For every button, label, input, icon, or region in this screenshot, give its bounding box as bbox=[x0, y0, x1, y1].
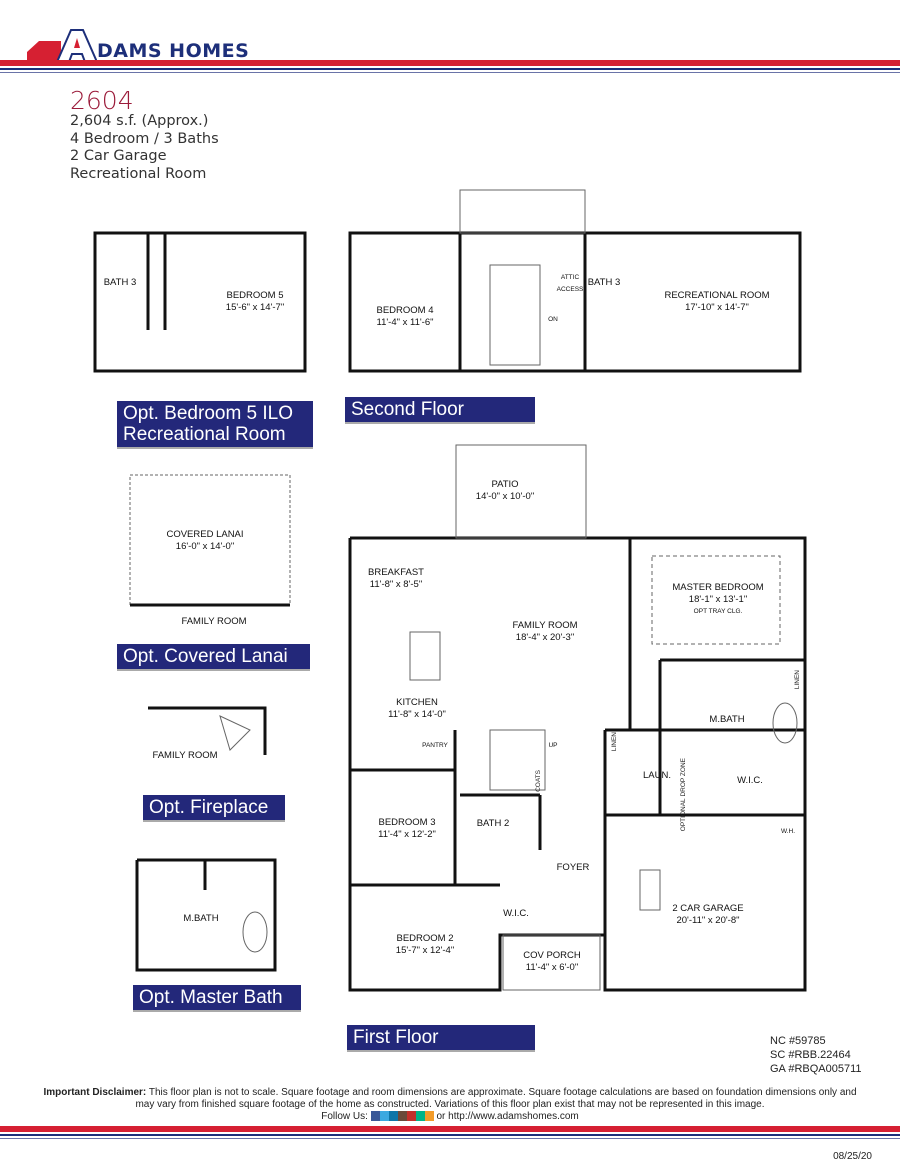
mbath-label: M.BATH bbox=[709, 714, 745, 725]
licenses: NC #59785 SC #RBB.22464 GA #RBQA005711 bbox=[770, 1034, 862, 1076]
plan-detail: Recreational Room bbox=[70, 165, 207, 182]
header-stripe-red bbox=[0, 60, 900, 66]
stair-up-label: UP bbox=[548, 742, 558, 749]
garage-label: 2 CAR GARAGE bbox=[672, 903, 744, 914]
kitchen-label: KITCHEN bbox=[396, 697, 438, 708]
lanai-dim: 16'-0" x 14'-0" bbox=[175, 541, 235, 552]
follow-label: Follow Us: bbox=[321, 1111, 368, 1122]
foyer-label: FOYER bbox=[556, 862, 590, 873]
footer-stripe-blue-thin bbox=[0, 1138, 900, 1139]
garage-dim: 20'-11" x 20'-8" bbox=[676, 915, 740, 926]
family-room-label: FAMILY ROOM bbox=[181, 616, 247, 627]
banner-line: Recreational Room bbox=[123, 424, 286, 445]
laundry-label: LAUN. bbox=[643, 770, 671, 781]
bath2-label: BATH 2 bbox=[476, 818, 510, 829]
bedroom3-label: BEDROOM 3 bbox=[378, 817, 436, 828]
coats-label: COATS bbox=[535, 770, 542, 792]
kitchen-dim: 11'-8" x 14'-0" bbox=[388, 709, 446, 720]
patio-label: PATIO bbox=[491, 479, 519, 490]
logo[interactable]: DAMS HOMES bbox=[27, 28, 257, 64]
linen-label: LINEN bbox=[611, 732, 618, 752]
breakfast-dim: 11'-8" x 8'-5" bbox=[369, 579, 423, 590]
attic-line: ATTIC bbox=[560, 274, 580, 281]
house-logo-icon bbox=[27, 29, 97, 63]
vine-icon[interactable] bbox=[415, 1111, 425, 1122]
disclaimer-text: This floor plan is not to scale. Square … bbox=[146, 1087, 857, 1098]
drop-line: DROP ZONE bbox=[680, 758, 687, 797]
opt-fireplace-banner: Opt. Fireplace bbox=[143, 795, 285, 822]
header-stripe-blue bbox=[0, 68, 900, 70]
youtube-icon[interactable] bbox=[406, 1111, 416, 1122]
brand-name: DAMS HOMES bbox=[97, 40, 250, 62]
tray-ceiling-label: OPT TRAY CLG. bbox=[693, 608, 743, 615]
rss-icon[interactable] bbox=[424, 1111, 434, 1122]
disclaimer-text: may vary from finished square footage of… bbox=[135, 1099, 765, 1110]
instagram-icon[interactable] bbox=[397, 1111, 407, 1122]
first-floor-banner: First Floor bbox=[347, 1025, 535, 1052]
plan-details: 2,604 s.f. (Approx.) 4 Bedroom / 3 Baths… bbox=[70, 113, 219, 183]
second-floor-banner: Second Floor bbox=[345, 397, 535, 424]
stair-on-label: ON bbox=[548, 316, 558, 323]
lanai-label: COVERED LANAI bbox=[166, 529, 244, 540]
drop-zone-label: OPTIONAL DROP ZONE bbox=[680, 758, 687, 831]
opt-master-bath-banner: Opt. Master Bath bbox=[133, 985, 301, 1012]
porch-dim: 11'-4" x 6'-0" bbox=[525, 962, 579, 973]
bedroom5-dim: 15'-6" x 14'-7" bbox=[225, 302, 285, 313]
drop-line: OPTIONAL bbox=[680, 798, 687, 832]
plan-detail: 4 Bedroom / 3 Baths bbox=[70, 130, 219, 147]
bedroom5-label: BEDROOM 5 bbox=[226, 290, 284, 301]
family-room-label: FAMILY ROOM bbox=[152, 750, 218, 761]
plan-title: 2604 bbox=[70, 86, 134, 115]
bath3-label: BATH 3 bbox=[103, 277, 137, 288]
porch-label: COV PORCH bbox=[523, 950, 581, 961]
header-stripe-blue-thin bbox=[0, 72, 900, 73]
opt-lanai-banner: Opt. Covered Lanai bbox=[117, 644, 310, 671]
wic2-label: W.I.C. bbox=[503, 908, 529, 919]
attic-label: ATTIC ACCESS bbox=[557, 272, 584, 295]
mbath-label: M.BATH bbox=[183, 913, 219, 924]
breakfast-label: BREAKFAST bbox=[368, 567, 424, 578]
plan-detail: 2 Car Garage bbox=[70, 148, 167, 164]
footer-stripe-red bbox=[0, 1126, 900, 1132]
linen-label: LINEN bbox=[794, 670, 801, 690]
plan-detail: 2,604 s.f. (Approx.) bbox=[70, 113, 209, 129]
family-room-dim: 18'-4" x 20'-3" bbox=[515, 632, 575, 643]
master-bedroom-dim: 18'-1" x 13'-1" bbox=[688, 594, 748, 605]
disclaimer: Important Disclaimer: This floor plan is… bbox=[0, 1087, 900, 1123]
follow-us: Follow Us: or http://www.adamshomes.com bbox=[0, 1111, 900, 1123]
license-sc: SC #RBB.22464 bbox=[770, 1049, 851, 1061]
bedroom4-dim: 11'-4" x 11'-6" bbox=[376, 317, 434, 328]
twitter-icon[interactable] bbox=[379, 1111, 389, 1122]
linkedin-icon[interactable] bbox=[388, 1111, 398, 1122]
rec-room-dim: 17'-10" x 14'-7" bbox=[685, 302, 749, 313]
pantry-label: PANTRY bbox=[422, 742, 448, 749]
wic-label: W.I.C. bbox=[737, 775, 763, 786]
bedroom2-label: BEDROOM 2 bbox=[396, 933, 454, 944]
license-nc: NC #59785 bbox=[770, 1035, 826, 1047]
date: 08/25/20 bbox=[833, 1151, 872, 1162]
disclaimer-label: Important Disclaimer: bbox=[43, 1087, 147, 1098]
rec-room-label: RECREATIONAL ROOM bbox=[664, 290, 770, 301]
master-bedroom-label: MASTER BEDROOM bbox=[672, 582, 764, 593]
attic-line: ACCESS bbox=[556, 285, 584, 293]
opt-bedroom5-banner: Opt. Bedroom 5 ILO Recreational Room bbox=[117, 401, 313, 449]
family-room-label: FAMILY ROOM bbox=[512, 620, 578, 631]
banner-line: Opt. Bedroom 5 ILO bbox=[123, 403, 294, 424]
bedroom3-dim: 11'-4" x 12'-2" bbox=[378, 829, 436, 840]
footer-stripe-blue bbox=[0, 1134, 900, 1136]
bath3-label: BATH 3 bbox=[587, 277, 621, 288]
website-link[interactable]: or http://www.adamshomes.com bbox=[436, 1111, 579, 1122]
bedroom4-label: BEDROOM 4 bbox=[376, 305, 434, 316]
license-ga: GA #RBQA005711 bbox=[770, 1063, 862, 1075]
patio-dim: 14'-0" x 10'-0" bbox=[475, 491, 535, 502]
water-heater-label: W.H. bbox=[780, 828, 796, 835]
facebook-icon[interactable] bbox=[370, 1111, 380, 1122]
bedroom2-dim: 15'-7" x 12'-4" bbox=[395, 945, 455, 956]
